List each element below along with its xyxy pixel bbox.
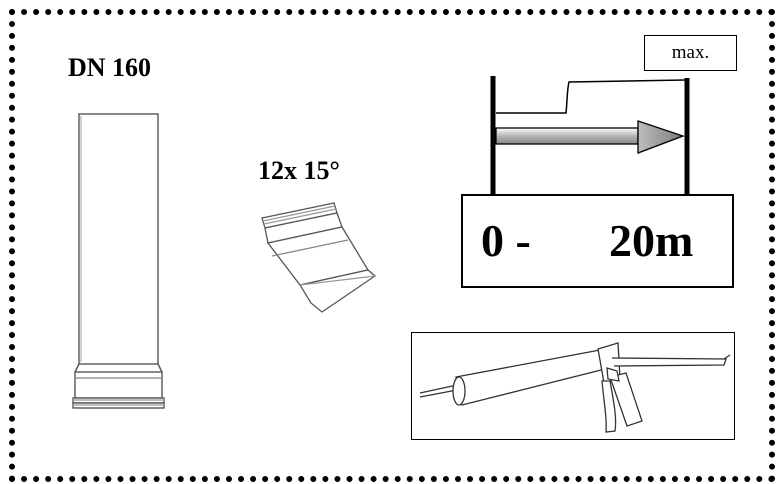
max-label: max. [644,35,737,71]
caulking-gun-icon [419,342,731,433]
tool-panel [411,332,735,440]
dotted-frame [9,9,775,482]
range-end-label: 20m [609,215,694,266]
distance-range-box: 0 - 20m [461,194,734,288]
bend-quantity-label: 12x 15° [258,156,340,185]
pipe-size-label: DN 160 [68,53,152,82]
range-start-label: 0 - [481,215,531,266]
